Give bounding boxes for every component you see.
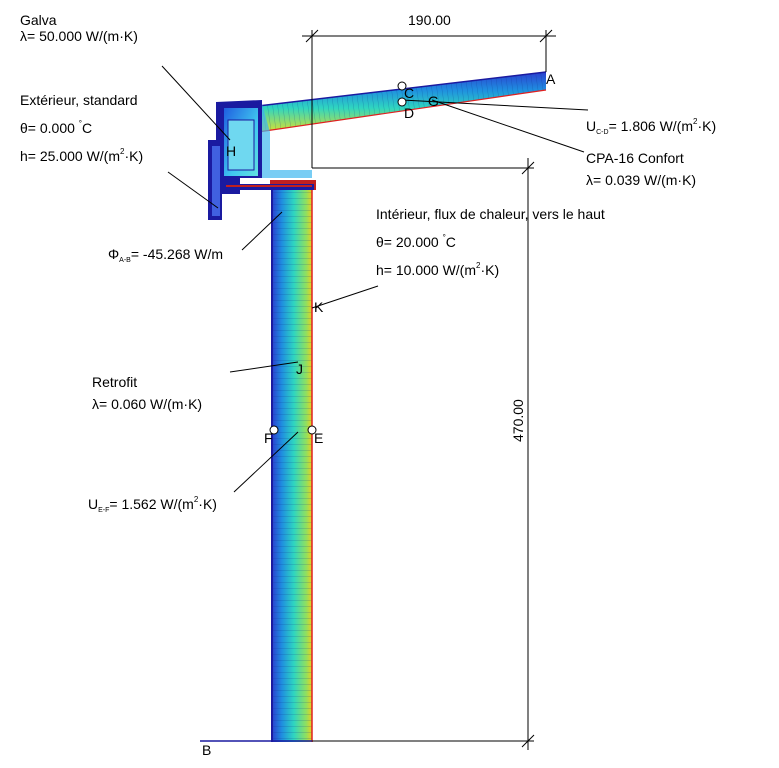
- galva-lambda: λ= 50.000 W/(m·K): [20, 28, 138, 44]
- point-d: D: [404, 105, 415, 121]
- exterior-name: Extérieur, standard: [20, 92, 138, 108]
- point-b: B: [202, 742, 212, 758]
- interior-boundary-label: Intérieur, flux de chaleur, vers le haut…: [376, 206, 605, 278]
- exterior-boundary-label: Extérieur, standard θ= 0.000 °C h= 25.00…: [20, 92, 143, 164]
- point-j: J: [296, 361, 303, 377]
- phi-result: ΦA-B= -45.268 W/m: [108, 246, 224, 264]
- dimension-vertical-label: 470.00: [510, 399, 526, 442]
- point-k: K: [314, 299, 324, 315]
- retrofit-label: Retrofit λ= 0.060 W/(m·K): [92, 374, 202, 412]
- galva-name: Galva: [20, 12, 57, 28]
- interior-theta: θ= 20.000 °C: [376, 233, 456, 250]
- dimension-horizontal: [302, 29, 556, 168]
- eave-box: [208, 100, 312, 220]
- u-cd-result: UC-D= 1.806 W/(m2·K): [586, 117, 717, 136]
- point-a: A: [546, 71, 556, 87]
- cpa-name: CPA-16 Confort: [586, 150, 684, 166]
- exterior-theta: θ= 0.000 °C: [20, 119, 93, 136]
- leader-lines: [161, 65, 589, 493]
- interior-h: h= 10.000 W/(m2·K): [376, 261, 500, 278]
- retrofit-name: Retrofit: [92, 374, 138, 390]
- exterior-h: h= 25.000 W/(m2·K): [20, 147, 144, 164]
- point-h: H: [226, 143, 237, 159]
- retrofit-wall: [271, 186, 313, 742]
- cpa-lambda: λ= 0.039 W/(m·K): [586, 172, 697, 188]
- interior-name: Intérieur, flux de chaleur, vers le haut: [376, 206, 605, 222]
- point-c: C: [404, 85, 415, 101]
- retrofit-lambda: λ= 0.060 W/(m·K): [92, 396, 203, 412]
- marker-points: [269, 81, 407, 435]
- u-ef-result: UE-F= 1.562 W/(m2·K): [88, 495, 217, 514]
- cpa-label: CPA-16 Confort λ= 0.039 W/(m·K): [586, 150, 696, 188]
- point-f: F: [264, 430, 273, 446]
- point-g: G: [428, 93, 439, 109]
- dimension-horizontal-label: 190.00: [408, 12, 451, 28]
- galva-label: Galva λ= 50.000 W/(m·K): [20, 12, 138, 44]
- point-e: E: [314, 430, 324, 446]
- dimension-vertical: [312, 158, 535, 750]
